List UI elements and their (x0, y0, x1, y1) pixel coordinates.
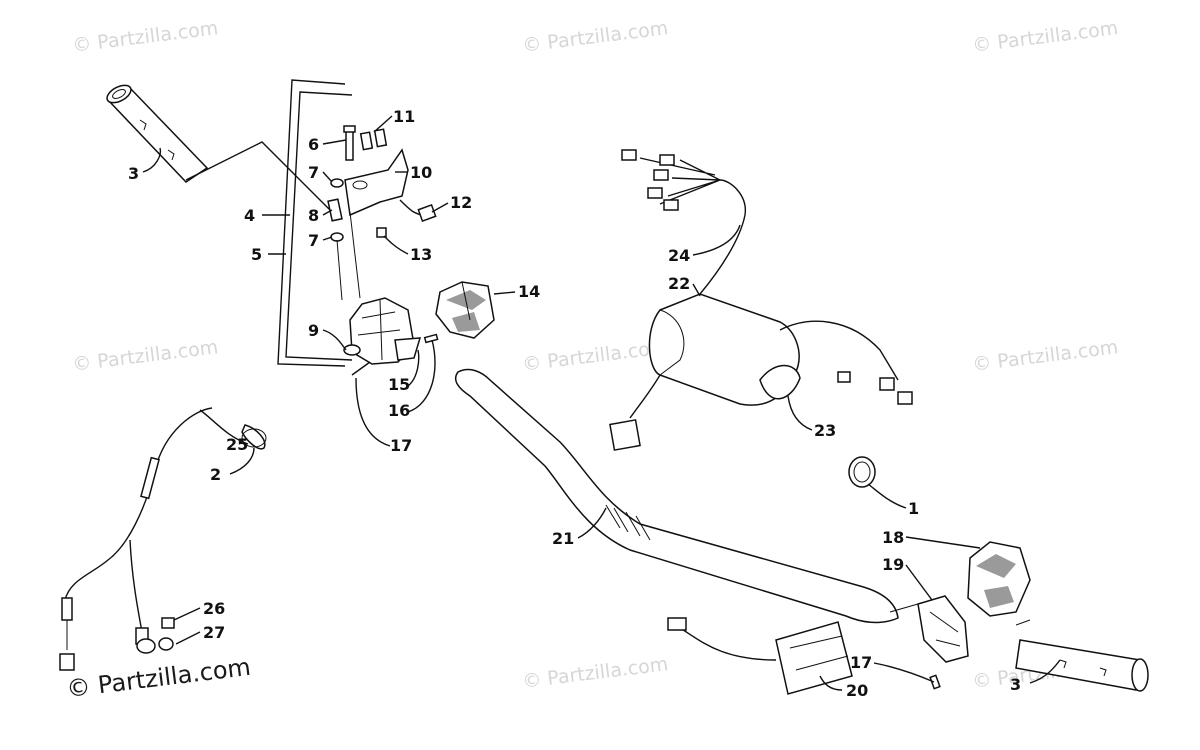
callout-26: 26 (203, 599, 225, 618)
callout-25: 25 (226, 435, 248, 454)
left-switch-housing (343, 297, 439, 376)
callout-3: 3 (1010, 675, 1021, 694)
callout-18: 18 (882, 528, 904, 547)
handlebar-pad-and-harness (609, 149, 913, 451)
callout-7: 7 (308, 231, 319, 250)
callout-10: 10 (410, 163, 432, 182)
callout-17: 17 (390, 436, 412, 455)
callout-1: 1 (908, 499, 919, 518)
callout-4: 4 (244, 206, 255, 225)
control-switch-assembly (435, 281, 495, 339)
callout-24: 24 (668, 246, 690, 265)
callout-2: 2 (210, 465, 221, 484)
switch-bracket-frame (185, 79, 353, 367)
callout-22: 22 (668, 274, 690, 293)
callout-15: 15 (388, 375, 410, 394)
throttle-bracket-hardware (327, 125, 437, 301)
throttle-cable (59, 407, 267, 671)
callout-23: 23 (814, 421, 836, 440)
callout-7: 7 (308, 163, 319, 182)
callout-3: 3 (128, 164, 139, 183)
right-side-controls (667, 456, 1149, 695)
callout-16: 16 (388, 401, 410, 420)
callout-21: 21 (552, 529, 574, 548)
callout-19: 19 (882, 555, 904, 574)
callout-labels: 3 4 5 6 7 8 7 9 11 10 12 13 14 15 16 17 … (128, 107, 1021, 700)
callout-6: 6 (308, 135, 319, 154)
callout-12: 12 (450, 193, 472, 212)
handlebar (454, 368, 899, 624)
callout-27: 27 (203, 623, 225, 642)
callout-13: 13 (410, 245, 432, 264)
callout-9: 9 (308, 321, 319, 340)
callout-20: 20 (846, 681, 868, 700)
leader-lines (142, 115, 1061, 691)
callout-5: 5 (251, 245, 262, 264)
left-hand-grip (106, 84, 209, 183)
callout-11: 11 (393, 107, 415, 126)
callout-17: 17 (850, 653, 872, 672)
callout-8: 8 (308, 206, 319, 225)
callout-14: 14 (518, 282, 540, 301)
